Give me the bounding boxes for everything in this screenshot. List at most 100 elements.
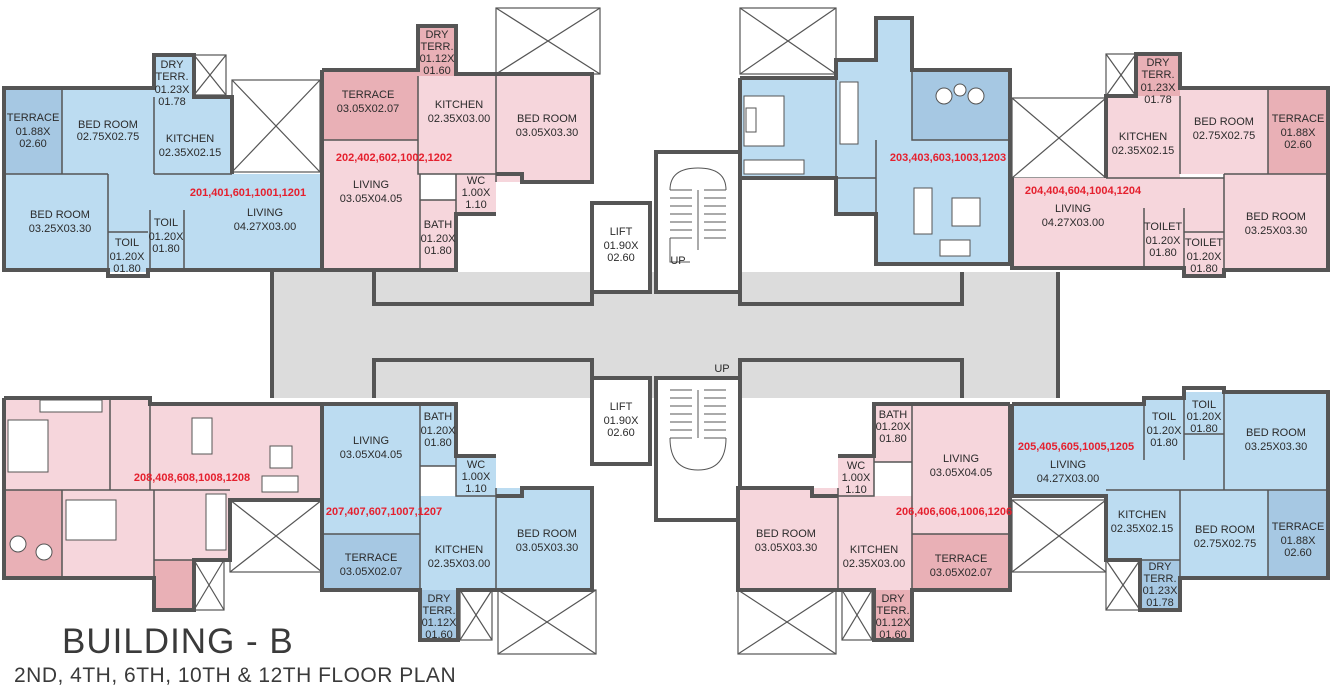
room-living-202 [322, 140, 420, 270]
bed1-208 [7, 419, 49, 473]
unit-number-202: 202,402,602,1002,1202 [336, 152, 452, 164]
stair-bottom-treads [669, 389, 727, 471]
label-living-204: LIVING [1055, 203, 1091, 215]
unit-number-204: 204,404,604,1004,1204 [1025, 185, 1142, 197]
unit-204-outer-wall [1010, 52, 1330, 278]
size-bedroom2-201: 03.25X03.30 [29, 223, 91, 235]
room-dryterr-204 [1136, 54, 1180, 96]
label-wc-206: WC [847, 460, 865, 472]
size-bedroom2-204: 03.25X03.30 [1245, 225, 1307, 237]
size-living-205: 04.27X03.00 [1037, 473, 1099, 485]
room-bedroom-202 [496, 74, 592, 182]
table-208 [269, 445, 293, 469]
room-bedroom-206 [738, 488, 838, 590]
stair-top-treads [669, 167, 727, 263]
unit-206-inner-walls [837, 404, 1010, 590]
label-living-206: LIVING [943, 453, 979, 465]
size-terrace-207: 03.05X02.07 [340, 566, 402, 578]
label-bedroom1-204: BED ROOM [1194, 116, 1254, 128]
room-kitchen-201 [154, 97, 232, 177]
label-kitchen-205: KITCHEN [1118, 509, 1166, 521]
table-203 [951, 197, 981, 227]
lift-shaft-top [590, 201, 652, 294]
room-bedroom2-201 [4, 174, 108, 270]
unit-207-outer-wall [320, 402, 594, 642]
room-terrace-201 [4, 88, 62, 174]
label-bedroom2-201: BED ROOM [30, 209, 90, 221]
size-kitchen-201: 02.35X02.15 [159, 147, 221, 159]
room-terrace-204 [1268, 88, 1328, 174]
size-bedroom1-204: 02.75X02.75 [1193, 130, 1255, 142]
sofa2-203 [939, 239, 971, 257]
room-kitchen-205 [1106, 490, 1180, 560]
stair-bottom-up: UP [714, 363, 729, 375]
room-dryterr-207 [420, 590, 458, 640]
size-kitchen-202: 02.35X03.00 [428, 113, 490, 125]
bed2-208 [65, 499, 117, 541]
label-toil2-205: TOIL [1192, 399, 1216, 411]
chair1-208 [9, 535, 27, 553]
label-terrace-205: TERRACE [1272, 521, 1325, 533]
room-dryterr-205 [1140, 560, 1180, 610]
unit-201-inner-walls [4, 88, 232, 270]
label-living-201: LIVING [247, 207, 283, 219]
wardrobe1-208 [39, 399, 103, 413]
size-bedroom1-205: 03.25X03.30 [1245, 441, 1307, 453]
unit-number-201: 201,401,601,1001,1201 [190, 187, 306, 199]
room-toilet1-204 [1144, 208, 1184, 270]
size-kitchen-204: 02.35X02.15 [1112, 145, 1174, 157]
label-toil1-201: TOIL [154, 217, 178, 229]
room-bedroom1-201 [62, 88, 154, 174]
label-wc-207: WC [467, 459, 485, 471]
label-kitchen-207: KITCHEN [435, 544, 483, 556]
room-dryterr-206 [874, 590, 912, 640]
lift-shaft-bottom [590, 376, 652, 466]
size-bedroom1-201: 02.75X02.75 [77, 131, 139, 143]
unit-202-outer-wall [320, 24, 594, 272]
size-kitchen-205: 02.35X02.15 [1111, 523, 1173, 535]
room-wc-206 [838, 456, 874, 496]
room-bath-207 [420, 404, 456, 466]
unit-201-outer-wall [2, 53, 324, 278]
label-bath-202: BATH [424, 219, 453, 231]
size-bedroom-202: 03.05X03.30 [516, 127, 578, 139]
corridor-wall-br [738, 358, 964, 398]
label-terrace-202: TERRACE [342, 89, 395, 101]
corridor-wall-tr [738, 272, 964, 306]
label-bedroom1-205: BED ROOM [1246, 427, 1306, 439]
label-terrace-204: TERRACE [1272, 113, 1325, 125]
room-toil2-201 [108, 232, 148, 272]
unit-number-205: 205,405,605,1005,1205 [1018, 441, 1134, 453]
label-wc-202: WC [467, 175, 485, 187]
unit-205-outer-wall [1010, 386, 1330, 612]
room-bath-208 [110, 398, 150, 490]
label-bath-206: BATH [879, 409, 908, 421]
room-living-206 [912, 404, 1010, 534]
room-toil2-205 [1184, 392, 1224, 434]
unit-204-inner-walls [1106, 88, 1328, 270]
size-living-201: 04.27X03.00 [234, 221, 296, 233]
label-kitchen-206: KITCHEN [850, 544, 898, 556]
size-living-206: 03.05X04.05 [930, 467, 992, 479]
unit-207-inner-walls [322, 404, 497, 590]
room-wc-207 [456, 456, 496, 496]
